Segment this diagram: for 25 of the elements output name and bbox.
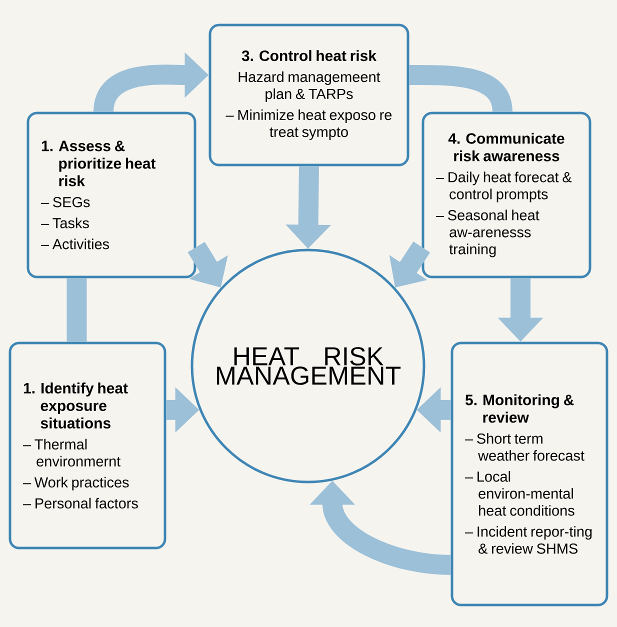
list-item: – Seasonal heat aw-arenesss training bbox=[436, 210, 540, 258]
list-item: – Minimize heat exposo re treat sympto bbox=[226, 109, 392, 140]
list-item: – Incident repor-ting & review SHMS bbox=[465, 526, 592, 554]
list-item: – Short term weather forecast bbox=[465, 433, 584, 461]
step-box bbox=[422, 112, 592, 278]
center-circle bbox=[190, 248, 426, 484]
step-box bbox=[450, 342, 608, 606]
list-item: – Activities bbox=[41, 238, 110, 250]
step-box bbox=[208, 24, 410, 166]
step-box bbox=[8, 342, 166, 550]
list-item: – Work practices bbox=[23, 476, 129, 490]
step-heading: 4. Communicate risk awareness bbox=[448, 132, 564, 162]
step-heading: 3. Control heat risk bbox=[242, 50, 377, 62]
list-item: – SEGs bbox=[41, 197, 90, 208]
list-item: – Daily heat forecat & control prompts bbox=[436, 172, 572, 202]
list-item: – Local environ-mental heat conditions bbox=[465, 471, 574, 516]
step-heading: 1. Assess & prioritize heat risk bbox=[42, 140, 156, 186]
step-heading: 1. Identify heat exposure situations bbox=[24, 382, 128, 428]
list-item: Hazard managemeent plan & TARPs bbox=[238, 71, 380, 102]
step-heading: 5. Monitoring & review bbox=[465, 394, 574, 423]
list-item: – Thermal environmernt bbox=[23, 438, 121, 466]
list-item: – Personal factors bbox=[23, 498, 138, 508]
list-item: – Tasks bbox=[41, 218, 89, 228]
step-box bbox=[26, 112, 196, 278]
center-title: HEAT RISK MANAGEMENT bbox=[216, 347, 401, 385]
